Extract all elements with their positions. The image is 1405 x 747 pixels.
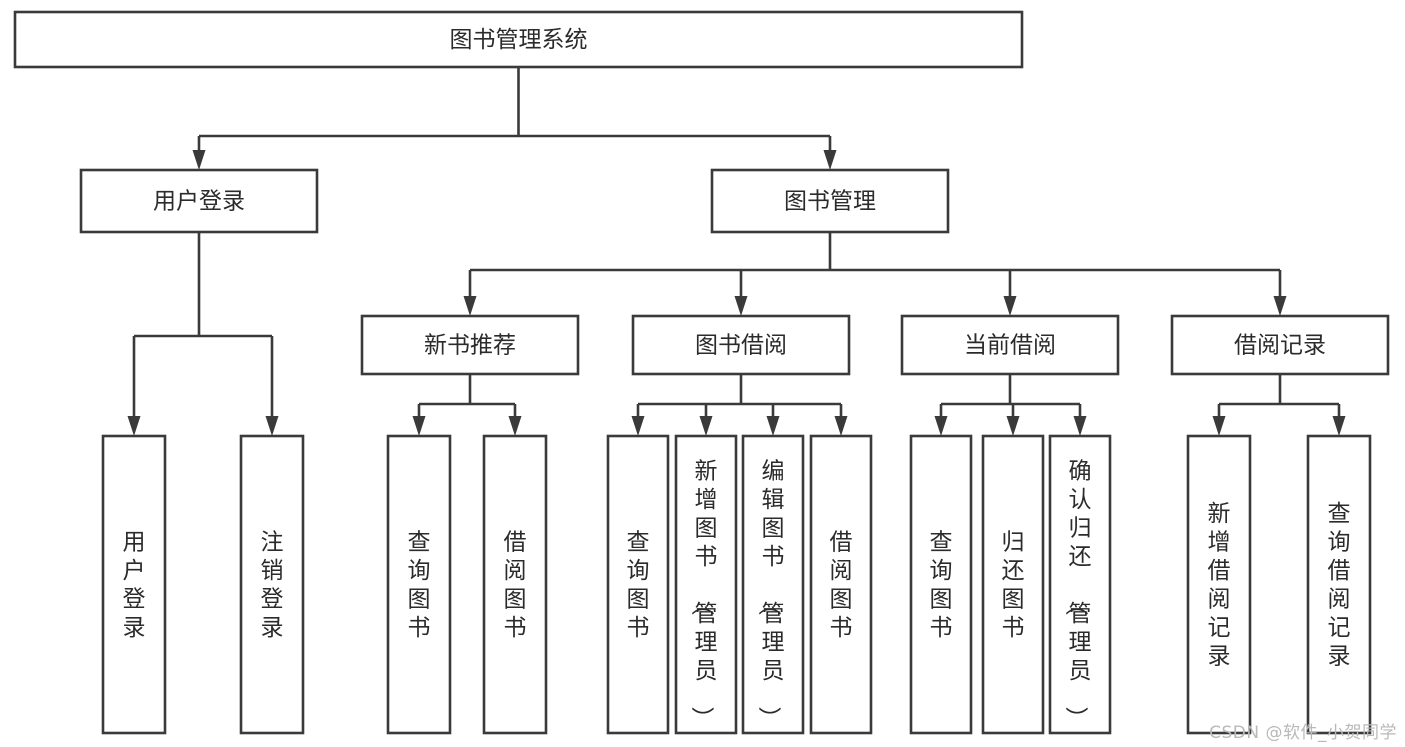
node-leaf-1-label: 注销登录 [261, 530, 284, 642]
node-leaf-4[interactable]: 查询图书 [606, 434, 670, 735]
node-leaf-7[interactable]: 借阅图书 [809, 434, 873, 735]
node-leaf-8-label: 查询图书 [930, 530, 953, 642]
node-leaf-8[interactable]: 查询图书 [909, 434, 973, 735]
node-leaf-6[interactable]: 编辑图书（管理员） [741, 434, 805, 735]
node-leaf-3-label: 借阅图书 [504, 530, 527, 642]
arrow-head-icon [265, 416, 279, 436]
node-leaf-11[interactable]: 新增借阅记录 [1186, 434, 1252, 735]
connector-layer [127, 67, 1346, 436]
arrow-head-icon [766, 416, 780, 436]
node-level3-1[interactable]: 图书借阅 [631, 314, 851, 376]
node-leaf-9-label: 归还图书 [1002, 530, 1025, 642]
arrow-head-icon [508, 416, 522, 436]
node-leaf-9-rect [981, 434, 1045, 735]
node-layer: 图书管理系统用户登录图书管理新书推荐图书借阅当前借阅借阅记录用户登录注销登录查询… [13, 10, 1390, 735]
node-level3-2-label: 当前借阅 [964, 333, 1056, 359]
node-leaf-7-rect [809, 434, 873, 735]
node-leaf-12[interactable]: 查询借阅记录 [1306, 434, 1372, 735]
node-level2-0[interactable]: 用户登录 [79, 168, 319, 234]
node-leaf-8-rect [909, 434, 973, 735]
node-level2-1-label: 图书管理 [784, 189, 876, 215]
node-leaf-6-label: 编辑图书（管理员） [756, 458, 785, 729]
node-level3-3[interactable]: 借阅记录 [1170, 314, 1390, 376]
arrow-head-icon [631, 416, 645, 436]
node-leaf-11-rect [1186, 434, 1252, 735]
node-leaf-5-label: 新增图书（管理员） [689, 458, 718, 729]
node-level2-1[interactable]: 图书管理 [710, 168, 950, 234]
arrow-head-icon [1073, 416, 1087, 436]
node-level3-2[interactable]: 当前借阅 [900, 314, 1120, 376]
arrow-head-icon [934, 416, 948, 436]
node-leaf-10-rect [1048, 434, 1112, 735]
node-leaf-4-rect [606, 434, 670, 735]
node-root-rect [13, 10, 1024, 69]
node-level3-3-rect [1170, 314, 1390, 376]
node-leaf-0[interactable]: 用户登录 [101, 434, 167, 735]
node-leaf-0-rect [101, 434, 167, 735]
node-root-label: 图书管理系统 [450, 27, 588, 53]
arrow-head-icon [192, 150, 206, 170]
arrow-head-icon [1212, 416, 1226, 436]
node-level2-0-rect [79, 168, 319, 234]
node-leaf-1-rect [239, 434, 305, 735]
node-leaf-12-rect [1306, 434, 1372, 735]
node-level3-2-rect [900, 314, 1120, 376]
node-level3-3-label: 借阅记录 [1234, 333, 1326, 359]
arrow-head-icon [127, 416, 141, 436]
node-leaf-2-label: 查询图书 [408, 530, 431, 642]
node-leaf-0-label: 用户登录 [123, 530, 146, 642]
node-leaf-12-label: 查询借阅记录 [1328, 501, 1351, 670]
arrow-head-icon [1332, 416, 1346, 436]
node-leaf-9[interactable]: 归还图书 [981, 434, 1045, 735]
node-leaf-6-rect [741, 434, 805, 735]
node-level3-1-rect [631, 314, 851, 376]
arrow-head-icon [699, 416, 713, 436]
node-level2-1-rect [710, 168, 950, 234]
arrow-head-icon [463, 296, 477, 316]
node-root[interactable]: 图书管理系统 [13, 10, 1024, 69]
node-leaf-7-label: 借阅图书 [830, 530, 853, 642]
node-leaf-10[interactable]: 确认归还（管理员） [1048, 434, 1112, 735]
node-level3-0-rect [360, 314, 580, 376]
node-leaf-4-label: 查询图书 [627, 530, 650, 642]
arrow-head-icon [823, 150, 837, 170]
node-level2-0-label: 用户登录 [153, 189, 245, 215]
node-level3-0-label: 新书推荐 [424, 333, 516, 359]
arrow-head-icon [734, 296, 748, 316]
arrow-head-icon [1006, 416, 1020, 436]
node-leaf-11-label: 新增借阅记录 [1208, 501, 1231, 670]
node-leaf-10-label: 确认归还（管理员） [1063, 458, 1092, 729]
node-leaf-2-rect [386, 434, 452, 735]
node-leaf-1[interactable]: 注销登录 [239, 434, 305, 735]
arrow-head-icon [412, 416, 426, 436]
node-leaf-3[interactable]: 借阅图书 [482, 434, 548, 735]
arrow-head-icon [834, 416, 848, 436]
node-leaf-3-rect [482, 434, 548, 735]
node-leaf-5-rect [674, 434, 738, 735]
arrow-head-icon [1003, 296, 1017, 316]
arrow-head-icon [1273, 296, 1287, 316]
watermark-text: CSDN @软件_小贺同学 [1209, 723, 1397, 743]
node-leaf-5[interactable]: 新增图书（管理员） [674, 434, 738, 735]
node-level3-1-label: 图书借阅 [695, 333, 787, 359]
node-leaf-2[interactable]: 查询图书 [386, 434, 452, 735]
node-level3-0[interactable]: 新书推荐 [360, 314, 580, 376]
